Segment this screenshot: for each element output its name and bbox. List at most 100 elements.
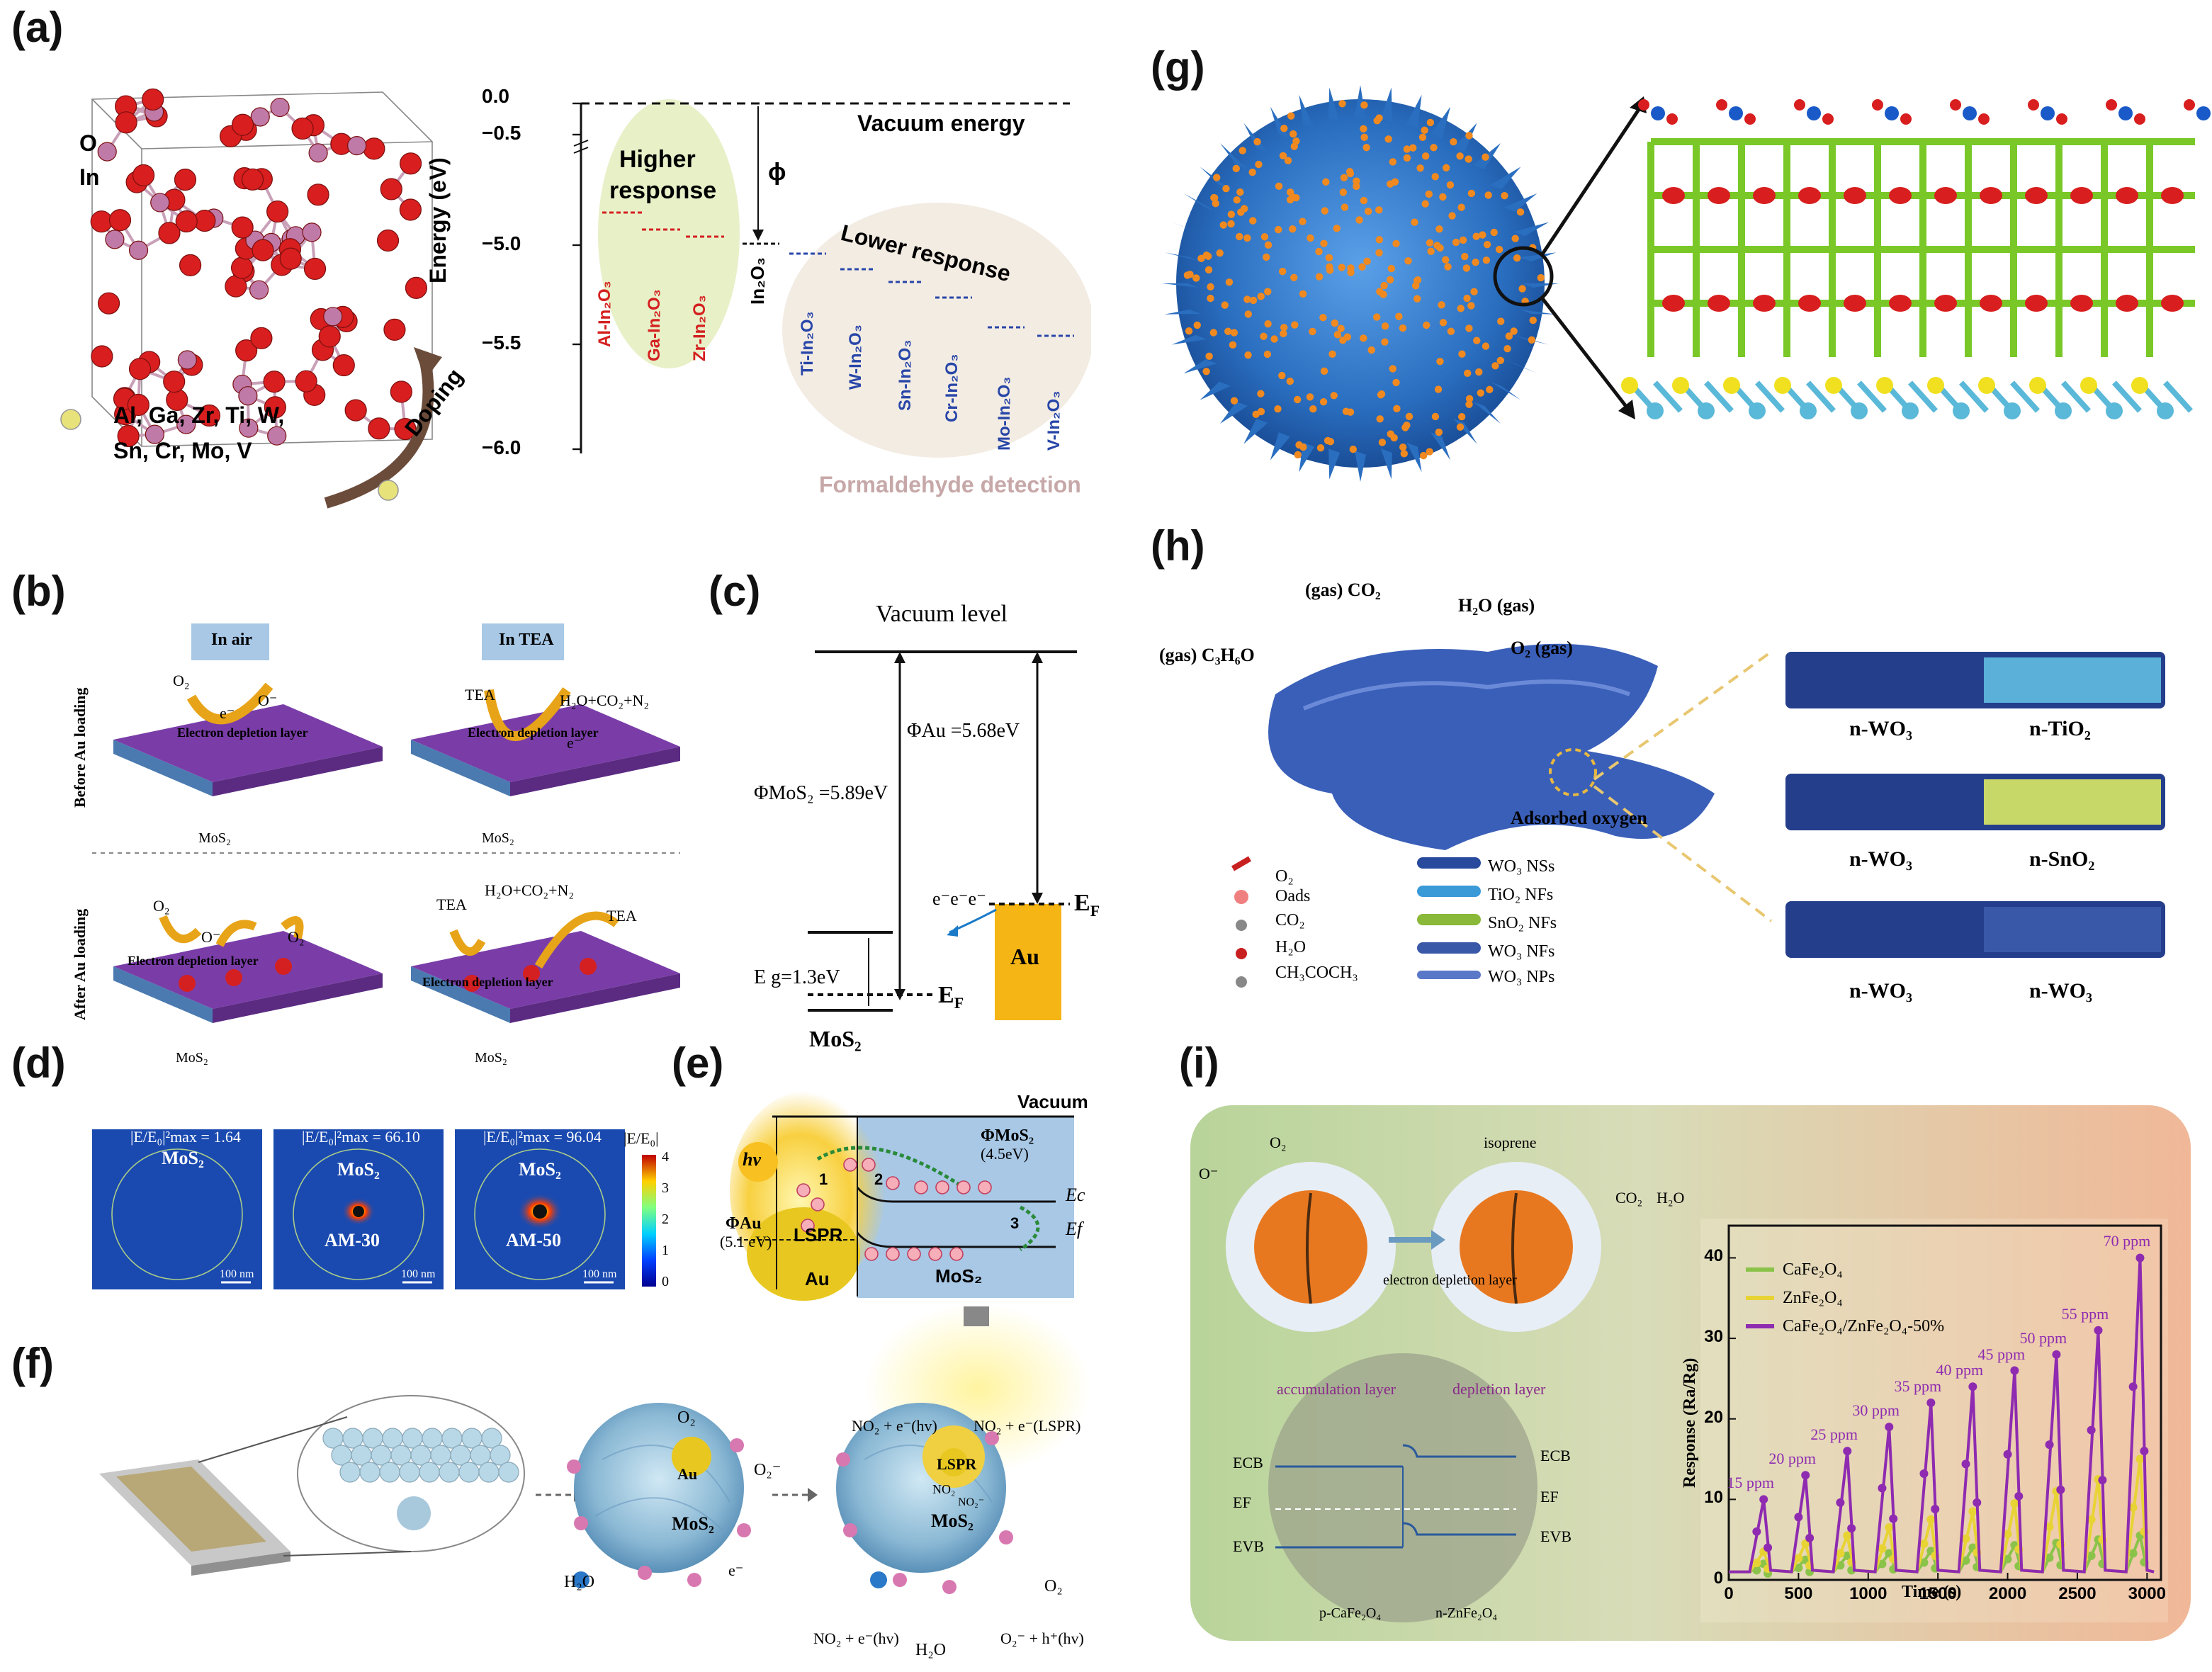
oxygen-atom [405, 277, 427, 298]
legend-oads: Oads [1275, 887, 1310, 906]
ga-in2o3-label: Ga-In₂O₃ [645, 289, 665, 361]
cbar-tick-2: 2 [662, 1211, 669, 1228]
depletion-layer-4: Electron depletion layer [422, 975, 553, 990]
o2-label-2: O₂ [153, 897, 170, 915]
tea-label-1: TEA [465, 686, 495, 704]
hv-label: hv [743, 1149, 761, 1170]
series-2-point [1843, 1447, 1851, 1455]
electron-icon [908, 1248, 920, 1260]
map3-max-value: |E/E₀|²max = 96.04 [483, 1128, 602, 1146]
step-3-label: 3 [1010, 1214, 1019, 1233]
indium-atom [251, 108, 269, 126]
dopant-atom-icon [57, 405, 85, 434]
rod2-left-label: n-WO₃ [1849, 847, 1912, 871]
series-2-point [2045, 1440, 2054, 1449]
oxygen-atom [98, 293, 120, 314]
map2-mos2-label: MoS₂ [337, 1159, 380, 1180]
legend-swatch [1746, 1267, 1774, 1272]
legend-acetone: CH₃COCH₃ [1275, 964, 1358, 983]
electron-icon [999, 1530, 1013, 1544]
indium-atom-label: In [79, 164, 99, 191]
series-1-point [1878, 1544, 1886, 1553]
legend-wo3-nss: WO₃ NSs [1488, 857, 1554, 876]
oxygen-atom [345, 400, 366, 421]
oxygen-atom [232, 217, 253, 238]
oxygen-atom [232, 257, 253, 278]
products-label-1: H₂O+CO₂+N₂ [560, 691, 649, 710]
gas-co2-label: (gas) CO₂ [1305, 580, 1381, 601]
depletion-layer-1: Electron depletion layer [177, 725, 308, 740]
al-in2o3-label: Al-In₂O₃ [595, 281, 615, 347]
bandgap-label: E g=1.3eV [754, 966, 840, 989]
indium-atom [130, 241, 148, 259]
oxygen-atom [363, 138, 385, 159]
map2-sample-label: AM-30 [325, 1230, 380, 1251]
oxygen-atom [91, 346, 113, 367]
cbar-tick-1: 1 [662, 1243, 669, 1259]
legend-label: CaFe₂O₄/ZnFe₂O₄-50% [1783, 1317, 1944, 1336]
rod1-left-label: n-WO₃ [1849, 717, 1912, 741]
legend-label: ZnFe₂O₄ [1783, 1289, 1843, 1308]
electron-icon [567, 1459, 581, 1474]
y-tick-label: 20 [1698, 1408, 1723, 1428]
f-o2-minus-label: O₂⁻ [754, 1459, 781, 1480]
oxygen-atom [333, 355, 354, 376]
oxygen-atom [368, 418, 390, 439]
concentration-annotation: 15 ppm [1727, 1474, 1774, 1492]
legend-swatch [1746, 1296, 1774, 1300]
oxygen-atom [164, 371, 185, 392]
mos2-label-2: MoS₂ [482, 830, 514, 847]
colorbar-title: |E/E₀| [623, 1129, 658, 1148]
series-1-point [1919, 1540, 1928, 1548]
series-1-point [1752, 1559, 1761, 1567]
indium-atom [178, 351, 196, 369]
series-1-point [1843, 1532, 1851, 1540]
oxygen-atom [319, 326, 340, 347]
series-1-point [1885, 1523, 1893, 1532]
electron-icon [836, 1452, 850, 1467]
concentration-annotation: 20 ppm [1768, 1450, 1816, 1468]
scale-bar-2: 100 nm [401, 1268, 435, 1281]
v-in2o3-label: V-In₂O₃ [1044, 391, 1064, 451]
cbar-tick-0: 0 [662, 1274, 669, 1290]
y-tick-label: 30 [1698, 1327, 1723, 1347]
x-tick-label: 500 [1778, 1584, 1818, 1604]
series-1-point [2135, 1455, 2144, 1464]
i-h2o-label: H₂O [1657, 1189, 1684, 1207]
electron-icon [978, 1181, 991, 1194]
oxygen-atom [267, 201, 288, 222]
concentration-annotation: 50 ppm [2020, 1329, 2067, 1348]
water-molecule-icon [870, 1571, 887, 1588]
concentration-annotation: 25 ppm [1810, 1425, 1858, 1444]
indium-atom [309, 144, 327, 162]
work-function-phi: ϕ [768, 159, 786, 186]
f-au-label: Au [677, 1465, 697, 1484]
phi-mos2-e-value: (4.5eV) [981, 1145, 1029, 1163]
formaldehyde-caption: Formaldehyde detection [819, 472, 1081, 498]
indium-atom [98, 142, 116, 161]
electron-1: e⁻ [220, 704, 235, 723]
no2-sensing-schematic [85, 1304, 1134, 1672]
concentration-annotation: 70 ppm [2104, 1232, 2151, 1250]
oxygen-atom [180, 254, 201, 276]
legend-entry: CaFe₂O₄/ZnFe₂O₄-50% [1746, 1312, 1944, 1340]
ecb-left-label: ECB [1233, 1454, 1263, 1472]
map3-mos2-label: MoS₂ [519, 1159, 561, 1180]
depletion-text-label: electron depletion layer [1383, 1272, 1517, 1289]
oxygen-atom [251, 327, 272, 349]
electron-icon [936, 1181, 949, 1194]
y-tick-label: 40 [1698, 1246, 1723, 1266]
in-air-label: In air [211, 631, 252, 650]
w-in2o3-label: W-In₂O₃ [846, 324, 866, 390]
series-2-point [2014, 1492, 2023, 1501]
x-tick-label: 2000 [1988, 1584, 2028, 1604]
oxygen-atom-label: O [79, 130, 97, 157]
indium-atom [250, 281, 269, 299]
indium-atom [271, 98, 289, 117]
electron-icon [886, 1248, 899, 1260]
oxygen-atom [142, 89, 164, 110]
x-tick-label: 3000 [2127, 1584, 2167, 1604]
indium-atom [324, 307, 342, 326]
series-2-point [2098, 1476, 2106, 1484]
